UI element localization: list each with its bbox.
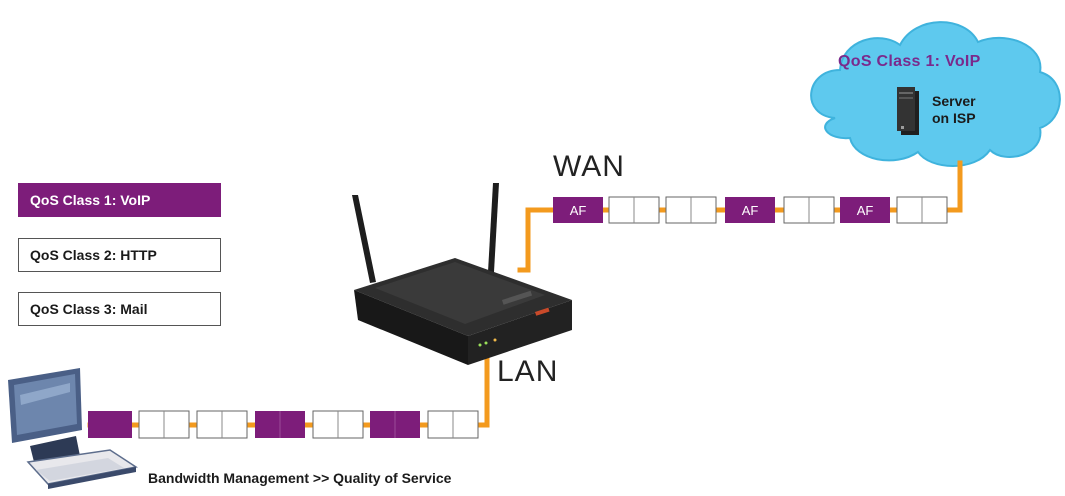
router-icon — [352, 183, 572, 365]
cloud-icon — [810, 21, 1061, 167]
legend-http: QoS Class 2: HTTP — [18, 238, 221, 272]
server-label-line2: on ISP — [932, 110, 976, 126]
cloud-title: QoS Class 1: VoIP — [838, 53, 981, 70]
server-icon — [897, 87, 919, 135]
wan-packets: AF AF AF — [553, 196, 948, 224]
packet-tag: AF — [570, 203, 587, 218]
server-label-line1: Server — [932, 93, 976, 109]
packet-tag: AF — [742, 203, 759, 218]
computer-icon — [8, 368, 138, 489]
legend-mail-label: QoS Class 3: Mail — [30, 301, 148, 317]
legend-http-label: QoS Class 2: HTTP — [30, 247, 157, 263]
packet-tag: AF — [857, 203, 874, 218]
lan-packets — [88, 410, 479, 439]
legend-mail: QoS Class 3: Mail — [18, 292, 221, 326]
caption: Bandwidth Management >> Quality of Servi… — [148, 470, 452, 486]
legend-voip: QoS Class 1: VoIP — [18, 183, 221, 217]
server-label: Server on ISP — [932, 93, 1012, 127]
legend-voip-label: QoS Class 1: VoIP — [30, 192, 151, 208]
wan-label: WAN — [553, 150, 625, 183]
lan-label: LAN — [497, 355, 559, 388]
